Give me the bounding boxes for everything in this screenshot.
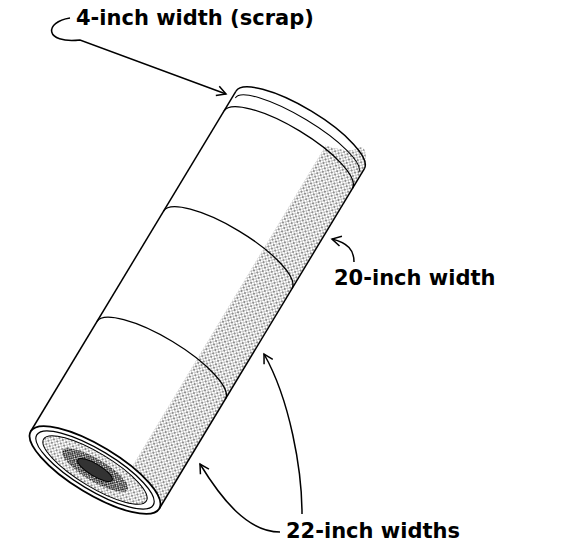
roll-end [236,72,376,168]
cut-line [164,192,304,288]
roll-body [18,72,375,529]
leader-line [332,239,354,262]
callout-label: 20-inch width [334,266,495,291]
end-face [18,411,171,530]
leader-line [200,464,280,532]
leader-line [264,354,302,514]
cut-line [97,303,237,399]
cut-line [224,92,364,188]
shading [121,131,373,509]
roll-core [75,455,115,486]
callout-label: 22-inch widths [286,519,460,544]
callout-label: 4-inch width (scrap) [76,6,314,31]
